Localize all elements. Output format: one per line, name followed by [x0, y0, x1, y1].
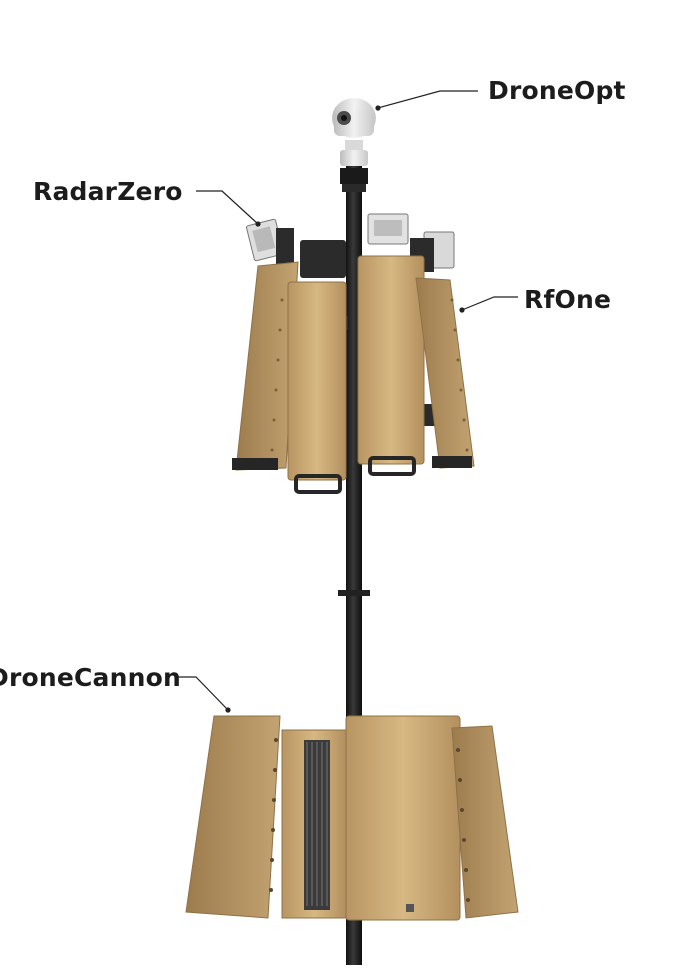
rf-one-label: RfOne — [524, 285, 612, 314]
drone-cannon-panels — [185, 715, 519, 921]
radar-zero-label: RadarZero — [33, 177, 183, 206]
drone-opt-camera — [332, 98, 376, 166]
leader-lines — [176, 90, 518, 713]
drone-cannon-label: DroneCannon — [0, 663, 181, 692]
drone-opt-label: DroneOpt — [488, 76, 626, 105]
rf-one-panels — [232, 255, 475, 494]
radar-zero-units — [246, 213, 455, 269]
